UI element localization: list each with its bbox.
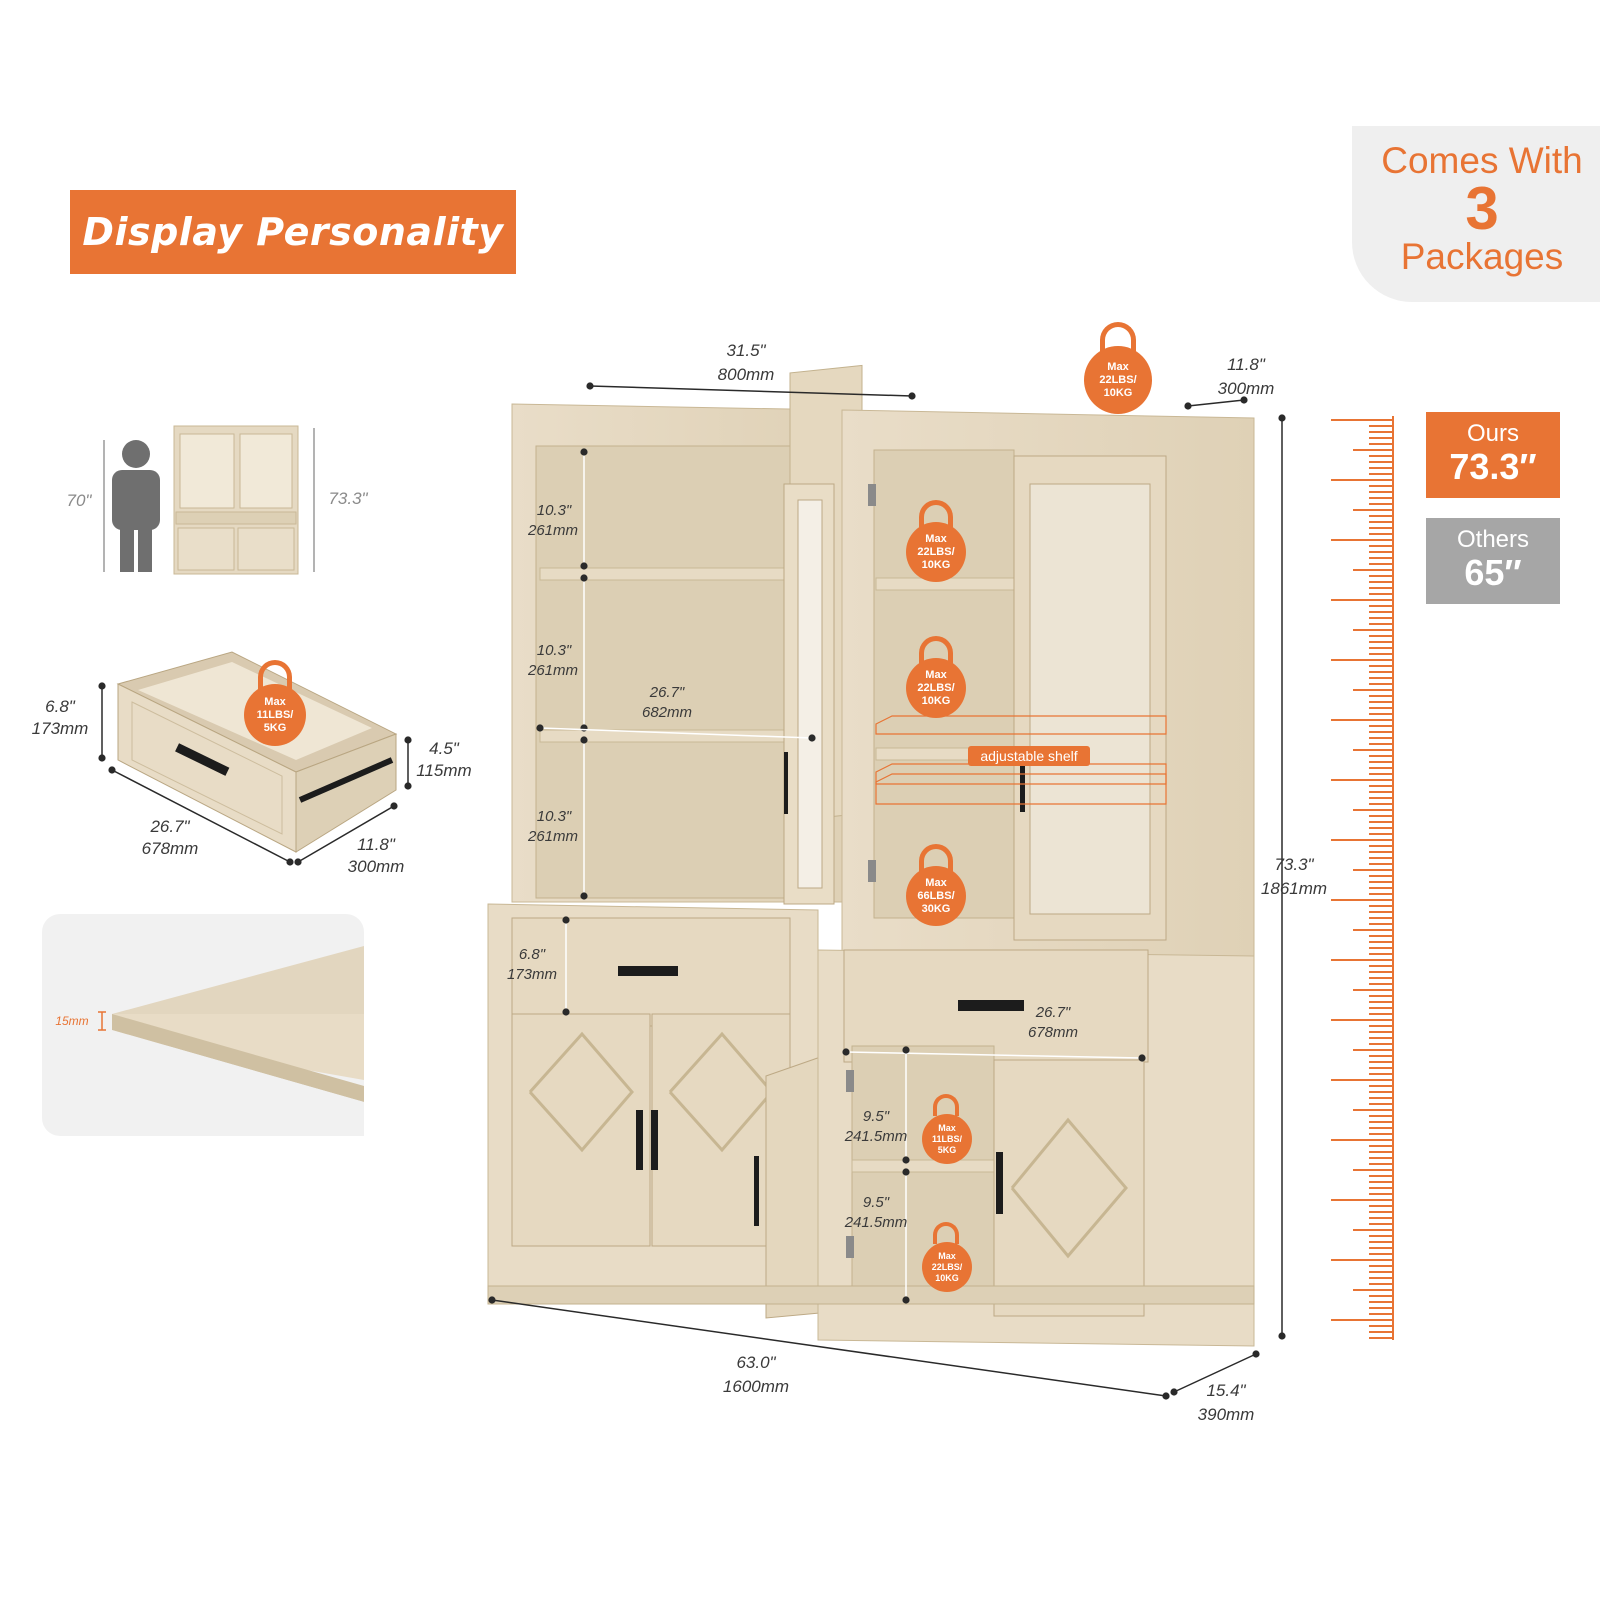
- weight-value: 10KG: [935, 1272, 959, 1283]
- packages-line3: Packages: [1400, 236, 1564, 277]
- cabinet-drawer-height-in: 6.8": [518, 946, 546, 963]
- board-thickness-label: 15mm: [55, 1014, 89, 1028]
- weight-icon: Max: [925, 876, 947, 889]
- cabinet-drawer-width-mm: 678mm: [1027, 1024, 1079, 1041]
- weight-value: 5KG: [937, 1144, 957, 1155]
- shelf-width-mm: 682mm: [641, 704, 693, 721]
- drawer-height-mm: 173mm: [31, 719, 89, 738]
- base-depth-mm: 390mm: [1197, 1405, 1255, 1424]
- lower-weight-badge-1: Max 11LBS/ 5KG: [922, 1094, 972, 1164]
- person-height-label: 70": [66, 491, 92, 510]
- ours-value: 73.3″: [1449, 446, 1537, 487]
- shelf-weight-badge-2: Max 22LBS/ 10KG: [906, 636, 966, 718]
- weight-icon: Max: [925, 668, 947, 681]
- height-ruler: [1331, 416, 1394, 1340]
- drawer-inner-in: 4.5": [429, 739, 459, 758]
- packages-card: Comes With 3 Packages: [1352, 126, 1600, 302]
- cabinet-drawer-width-in: 26.7": [1035, 1004, 1071, 1021]
- inner-dimension-lines: [536, 448, 1146, 1304]
- drawer-height-in: 6.8": [45, 697, 75, 716]
- base-depth-in: 15.4": [1206, 1381, 1246, 1400]
- others-label: Others: [1456, 526, 1530, 553]
- weight-value: 5KG: [263, 721, 287, 734]
- shelf-gap-2-in: 10.3": [536, 642, 572, 659]
- shelf-weight-badge-1: Max 22LBS/ 10KG: [906, 500, 966, 582]
- total-height-in: 73.3": [1274, 855, 1314, 874]
- weight-value: 30KG: [921, 902, 951, 915]
- shelf-width-in: 26.7": [649, 684, 685, 701]
- weight-value: 10KG: [1103, 386, 1133, 399]
- shelf-gap-3-in: 10.3": [536, 808, 572, 825]
- dimension-lines: [488, 382, 1286, 1400]
- shelf-gap-2-mm: 261mm: [527, 662, 579, 679]
- lower-gap-1-mm: 241.5mm: [844, 1128, 908, 1145]
- page-title: Display Personality: [82, 210, 504, 254]
- top-depth-mm: 300mm: [1217, 379, 1275, 398]
- total-height-mm: 1861mm: [1260, 879, 1328, 898]
- packages-line1: Comes With: [1381, 140, 1583, 181]
- weight-icon: Max: [264, 695, 286, 708]
- weight-value: 22LBS/: [917, 545, 955, 558]
- weight-icon: Max: [938, 1122, 956, 1133]
- weight-value: 11LBS/: [256, 708, 294, 721]
- top-depth-in: 11.8": [1227, 355, 1265, 374]
- top-width-mm: 800mm: [717, 365, 775, 384]
- lower-gap-1-in: 9.5": [862, 1108, 890, 1125]
- weight-value: 66LBS/: [917, 889, 955, 902]
- top-width-in: 31.5": [726, 341, 766, 360]
- weight-icon: Max: [938, 1250, 956, 1261]
- board-sample: [42, 914, 364, 1136]
- drawer-depth-mm: 300mm: [347, 857, 405, 876]
- others-value: 65″: [1464, 552, 1522, 593]
- adjustable-shelf-label: adjustable shelf: [968, 746, 1090, 766]
- top-weight-badge: Max 22LBS/ 10KG: [1084, 322, 1152, 414]
- weight-icon: Max: [1107, 360, 1129, 373]
- lower-gap-2-mm: 241.5mm: [844, 1214, 908, 1231]
- lower-weight-badge-2: Max 22LBS/ 10KG: [922, 1222, 972, 1292]
- shelf-weight-badge-3: Max 66LBS/ 30KG: [906, 844, 966, 926]
- weight-icon: Max: [925, 532, 947, 545]
- ours-label: Ours: [1466, 420, 1519, 447]
- weight-value: 22LBS/: [917, 681, 955, 694]
- cabinet-drawer-height-mm: 173mm: [506, 966, 558, 983]
- others-height-box: Others 65″: [1426, 518, 1560, 604]
- drawer-width-in: 26.7": [150, 817, 190, 836]
- ours-height-box: Ours 73.3″: [1426, 412, 1560, 498]
- drawer-width-mm: 678mm: [141, 839, 199, 858]
- weight-value: 22LBS/: [1099, 373, 1137, 386]
- packages-count: 3: [1465, 175, 1499, 242]
- mini-cabinet-height-label: 73.3": [328, 489, 368, 508]
- lower-gap-2-in: 9.5": [862, 1194, 890, 1211]
- page-title-banner: Display Personality: [70, 190, 516, 274]
- shelf-gap-1-in: 10.3": [536, 502, 572, 519]
- drawer-depth-in: 11.8": [357, 835, 395, 854]
- weight-value: 22LBS/: [931, 1261, 963, 1272]
- shelf-gap-3-mm: 261mm: [527, 828, 579, 845]
- drawer-weight-badge: Max 11LBS/ 5KG: [244, 660, 306, 746]
- shelf-gap-1-mm: 261mm: [527, 522, 579, 539]
- total-width-mm: 1600mm: [722, 1377, 790, 1396]
- drawer-inner-mm: 115mm: [416, 761, 472, 780]
- mini-cabinet-thumbnail: [173, 425, 299, 575]
- weight-value: 10KG: [921, 558, 951, 571]
- total-width-in: 63.0": [736, 1353, 776, 1372]
- weight-value: 11LBS/: [931, 1133, 962, 1144]
- person-silhouette-icon: [112, 440, 160, 572]
- weight-value: 10KG: [921, 694, 951, 707]
